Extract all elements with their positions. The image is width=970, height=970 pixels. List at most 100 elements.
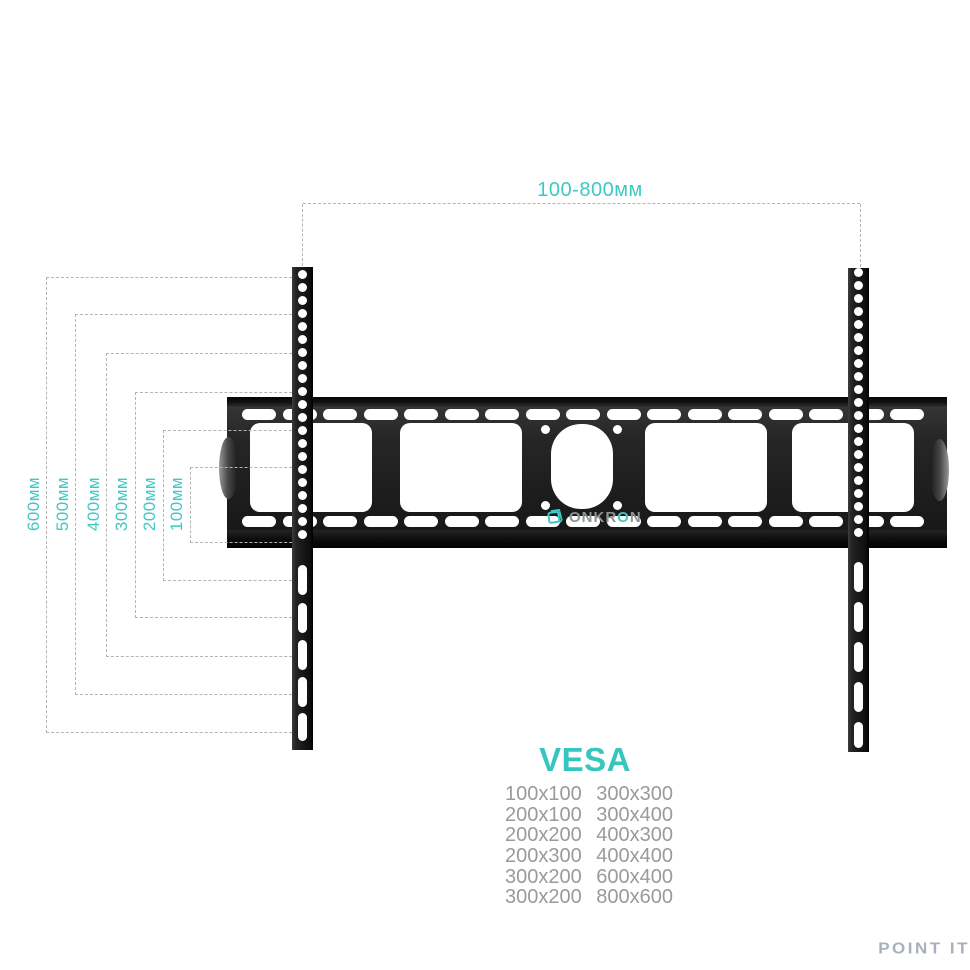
rail-hole (854, 463, 863, 472)
center-hole (541, 425, 550, 434)
vesa-row: 300x200 800x600 (505, 887, 673, 908)
vesa-row: 200x300 400x400 (505, 846, 673, 867)
rail-hole (298, 335, 307, 344)
dimension-label-600mm: 600мм (24, 476, 43, 532)
rail-hole (298, 491, 307, 500)
rail-hole (298, 478, 307, 487)
rail-hole (298, 517, 307, 526)
mounting-slot (363, 516, 398, 527)
mounting-slot (809, 409, 843, 420)
mounting-slot (890, 516, 924, 527)
mounting-slot (647, 409, 681, 420)
mounting-slot (525, 409, 560, 420)
rail-slot (854, 562, 863, 592)
vesa-size: 800x600 (596, 886, 673, 909)
rail-slot (298, 677, 307, 707)
vesa-table: 100x100 300x300 200x100 300x400 200x200 … (505, 784, 673, 908)
dimension-label-300mm: 300мм (112, 476, 131, 532)
rail-slot (854, 642, 863, 672)
rail-hole (854, 450, 863, 459)
mounting-slot (363, 409, 398, 420)
vesa-size: 300x200 (505, 865, 582, 888)
mounting-slot (323, 409, 357, 420)
vesa-row: 200x200 400x300 (505, 825, 673, 846)
watermark-logo: POINT IT (878, 939, 970, 958)
mounting-slot (404, 516, 438, 527)
rail-hole (854, 489, 863, 498)
rail-hole (854, 424, 863, 433)
mounting-slot (566, 409, 600, 420)
right-endcap (930, 439, 949, 501)
rail-hole (298, 270, 307, 279)
vesa-size: 100x100 (505, 783, 582, 805)
rail-hole (854, 281, 863, 290)
center-hole (613, 501, 622, 510)
rail-hole (298, 296, 307, 305)
mounting-slot (404, 409, 438, 420)
brand-text-gray: ONKR (569, 508, 618, 526)
rail-hole (298, 387, 307, 396)
mounting-slot (728, 409, 762, 420)
rail-hole (854, 307, 863, 316)
rail-hole (854, 320, 863, 329)
rail-hole (854, 437, 863, 446)
rail-hole (298, 413, 307, 422)
rail-hole (298, 530, 307, 539)
rail-hole (854, 294, 863, 303)
rail-hole (298, 309, 307, 318)
rail-hole (854, 333, 863, 342)
mounting-slot (768, 516, 803, 527)
mounting-slot (687, 409, 722, 420)
vesa-size: 300x300 (596, 783, 673, 805)
vesa-size: 300x400 (596, 803, 673, 826)
wall-plate-bottom-flange (227, 530, 947, 548)
mounting-slot (890, 409, 924, 420)
rail-hole (298, 465, 307, 474)
rail-hole (854, 346, 863, 355)
mounting-slot (242, 516, 276, 527)
vesa-size: 400x300 (596, 824, 673, 847)
mounting-slot (728, 516, 762, 527)
dimension-label-100mm: 100мм (167, 476, 186, 532)
rail-hole (298, 439, 307, 448)
brand-text-gray: N (629, 508, 642, 526)
brand-text: ONKRON (569, 509, 642, 526)
vesa-size: 200x200 (505, 824, 582, 847)
left-tv-rail (292, 267, 313, 750)
dimension-label-200mm: 200мм (140, 476, 159, 532)
mounting-slot (323, 516, 357, 527)
center-hole (613, 425, 622, 434)
mounting-slot (687, 516, 722, 527)
wall-plate-top-edge (227, 397, 947, 408)
brand-text-accent: O (617, 508, 630, 526)
right-tv-rail (848, 268, 869, 752)
left-endcap (219, 437, 238, 499)
rail-hole (854, 268, 863, 277)
rail-hole (854, 502, 863, 511)
rail-hole (298, 283, 307, 292)
mounting-slot (606, 516, 641, 527)
mounting-slot (768, 409, 803, 420)
dimension-label-500mm: 500мм (53, 476, 72, 532)
rail-hole (854, 515, 863, 524)
rail-slot (298, 603, 307, 633)
cutout-window (645, 423, 767, 512)
vesa-size: 300x200 (505, 886, 582, 909)
rail-slot (854, 682, 863, 712)
vesa-size: 600x400 (596, 865, 673, 888)
rail-hole (854, 411, 863, 420)
center-hole (541, 501, 550, 510)
mounting-slot (444, 516, 479, 527)
top-dimension-line (303, 203, 860, 204)
mounting-slot (566, 516, 600, 527)
rail-hole (298, 426, 307, 435)
top-dimension-drop-left (302, 204, 303, 266)
vesa-title: VESA (539, 741, 631, 778)
rail-hole (298, 504, 307, 513)
vesa-row: 200x100 300x400 (505, 803, 673, 826)
vesa-row: 300x200 600x400 (505, 867, 673, 888)
onkron-cube-icon (547, 509, 563, 524)
rail-slot (298, 713, 307, 741)
vesa-size: 200x300 (505, 845, 582, 868)
